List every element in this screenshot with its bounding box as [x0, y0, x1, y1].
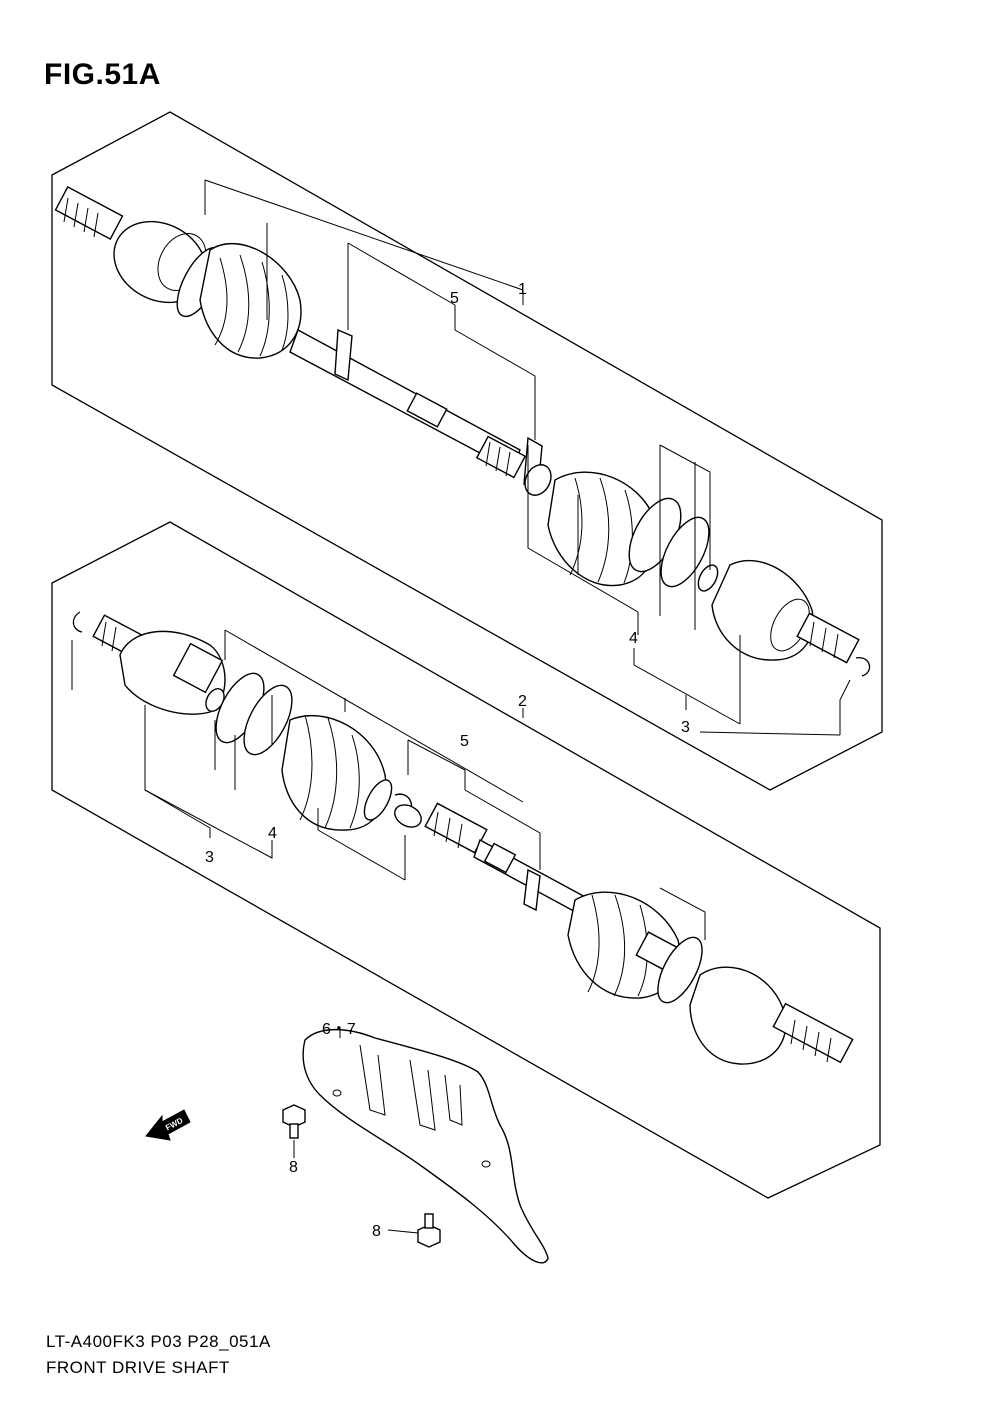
callout-2: 2	[518, 693, 527, 710]
callout-1: 1	[518, 281, 527, 298]
upper-drive-shaft	[54, 186, 871, 677]
model-code: LT-A400FK3 P03 P28_051A	[46, 1332, 271, 1351]
fwd-arrow-icon: FWD	[145, 1109, 191, 1141]
assembly-frame-2	[51, 521, 881, 1199]
lower-drive-shaft	[72, 611, 854, 1065]
assembly-frame-1	[51, 111, 883, 791]
callout-5-lower: 5	[460, 733, 469, 750]
lower-leader-lines	[71, 629, 706, 940]
bolt-lower	[387, 1213, 441, 1248]
callout-3-lower: 3	[205, 849, 214, 866]
callout-6-7: 6・7	[322, 1021, 356, 1038]
callout-4-lower: 4	[268, 825, 277, 842]
callout-8-upper: 8	[289, 1159, 298, 1176]
callout-5-upper: 5	[450, 290, 459, 307]
figure-title: FIG.51A	[44, 58, 161, 91]
callout-3-upper: 3	[681, 719, 690, 736]
callout-8-lower: 8	[372, 1223, 381, 1240]
callout-4-upper: 4	[629, 630, 638, 647]
shield-plate	[302, 1028, 549, 1264]
bolt-upper	[282, 1104, 306, 1158]
upper-leader-lines	[204, 179, 851, 736]
figure-name: FRONT DRIVE SHAFT	[46, 1358, 230, 1377]
